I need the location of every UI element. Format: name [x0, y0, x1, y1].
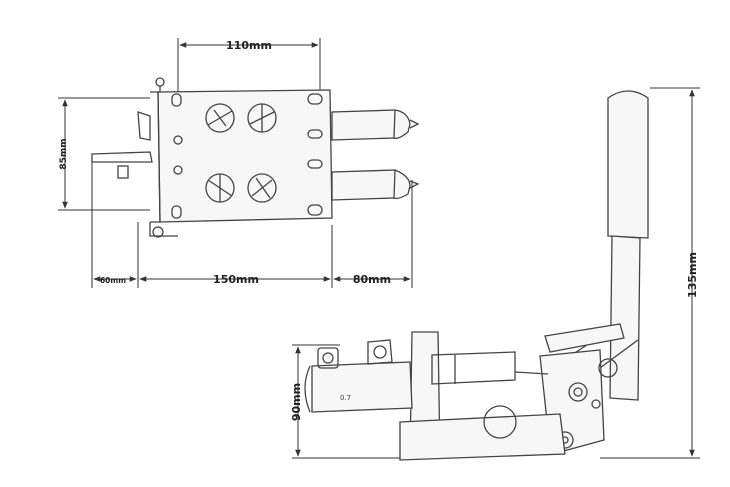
top-linkage	[91, 77, 178, 238]
cylinder-mark: 0.7	[340, 394, 351, 402]
mounting-plate	[150, 89, 333, 223]
master-cylinders	[331, 109, 420, 201]
label-80mm: 80mm	[353, 273, 391, 286]
dimension-135mm: 135mm	[600, 87, 700, 459]
top-view: 110mm 85mm 60mm 150mm 80mm	[58, 38, 420, 288]
dimension-80mm: 80mm	[333, 180, 413, 288]
handbrake-handle	[551, 90, 649, 401]
label-60mm: 60mm	[100, 276, 126, 285]
label-90mm: 90mm	[290, 383, 303, 421]
dimension-110mm: 110mm	[177, 38, 321, 100]
side-master-cylinder: 0.7	[304, 339, 413, 413]
base-plate	[399, 331, 566, 461]
label-85mm: 85mm	[59, 138, 69, 169]
label-110mm: 110mm	[226, 39, 272, 52]
dimension-150mm: 150mm	[139, 225, 333, 288]
label-135mm: 135mm	[686, 252, 699, 298]
dimension-85mm: 85mm	[58, 97, 150, 211]
dimension-60mm: 60mm	[91, 160, 139, 288]
label-150mm: 150mm	[213, 273, 259, 286]
dimension-90mm: 90mm	[290, 344, 400, 459]
side-view: 135mm 90mm	[290, 87, 700, 461]
